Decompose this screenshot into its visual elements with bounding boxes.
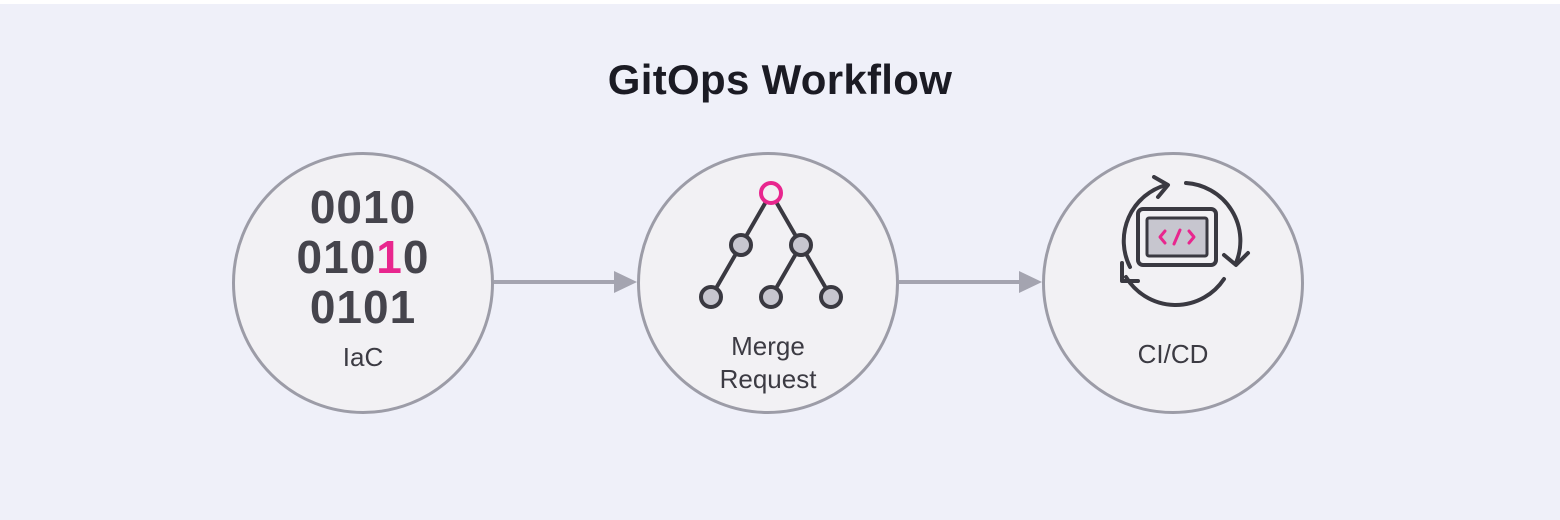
diagram-canvas: GitOps Workflow 0010 01010 0101 IaC	[0, 4, 1560, 520]
binary-line: 0101	[235, 282, 491, 332]
branch-tree-icon	[699, 181, 843, 309]
binary-code: 0010 01010 0101	[235, 182, 491, 332]
binary-text: 010	[296, 231, 377, 283]
refresh-cycle-icon	[1120, 175, 1250, 307]
merge-request-label-line1: Merge	[731, 331, 805, 361]
arrow-right-icon	[899, 271, 1042, 293]
code-window-icon	[1136, 207, 1218, 267]
binary-highlight: 1	[376, 231, 403, 283]
binary-text: 0101	[309, 281, 417, 333]
merge-request-label: Merge Request	[640, 330, 896, 396]
merge-request-node: Merge Request	[637, 152, 899, 414]
iac-label: IaC	[342, 342, 384, 372]
arrow-right-icon	[494, 271, 637, 293]
iac-node: 0010 01010 0101 IaC	[232, 152, 494, 414]
cicd-node: CI/CD	[1042, 152, 1304, 414]
diagram-title: GitOps Workflow	[607, 56, 953, 103]
cicd-label: CI/CD	[1137, 339, 1209, 369]
binary-line: 0010	[235, 182, 491, 232]
binary-text: 0	[402, 231, 430, 283]
binary-line: 01010	[235, 232, 491, 282]
binary-text: 0010	[309, 181, 417, 233]
merge-request-label-line2: Request	[719, 364, 817, 394]
